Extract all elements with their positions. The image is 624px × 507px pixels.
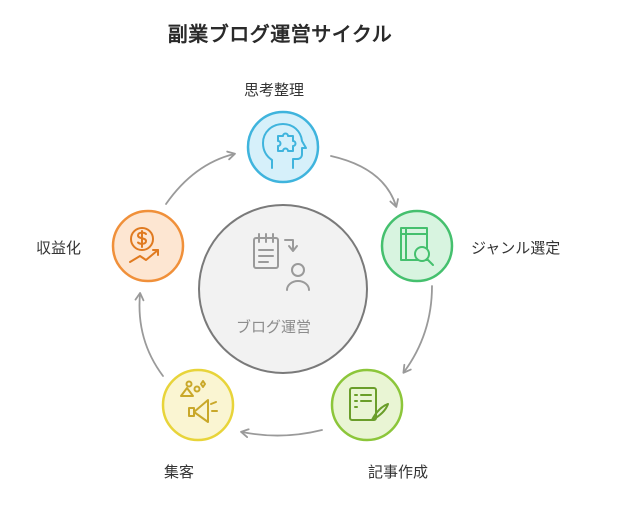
arrow-article-to-traffic [240, 428, 323, 438]
book-search-icon [400, 227, 434, 266]
megaphone-icon [180, 380, 218, 423]
arrow-traffic-to-revenue [134, 292, 164, 377]
head-puzzle-icon [262, 123, 307, 169]
step-label-genre: ジャンル選定 [471, 239, 561, 257]
step-label-think: 思考整理 [244, 81, 305, 99]
step-label-revenue: 収益化 [36, 239, 82, 257]
step-node-traffic [161, 368, 235, 442]
diagram-title: 副業ブログ運営サイクル [167, 22, 393, 46]
blog-management-icon [253, 233, 310, 291]
step-node-article [330, 368, 404, 442]
step-node-genre [380, 209, 454, 283]
center-label: ブログ運営 [236, 318, 312, 336]
document-quill-icon [349, 387, 389, 421]
cycle-arrows [134, 150, 433, 438]
center-node [198, 204, 368, 374]
dollar-growth-icon [129, 227, 159, 263]
step-label-traffic: 集客 [164, 463, 195, 481]
step-node-think [246, 110, 320, 184]
step-label-article: 記事作成 [368, 463, 429, 481]
arrow-revenue-to-think [165, 150, 236, 205]
arrow-genre-to-article [402, 285, 433, 374]
step-node-revenue [111, 209, 185, 283]
arrow-think-to-genre [330, 155, 399, 208]
